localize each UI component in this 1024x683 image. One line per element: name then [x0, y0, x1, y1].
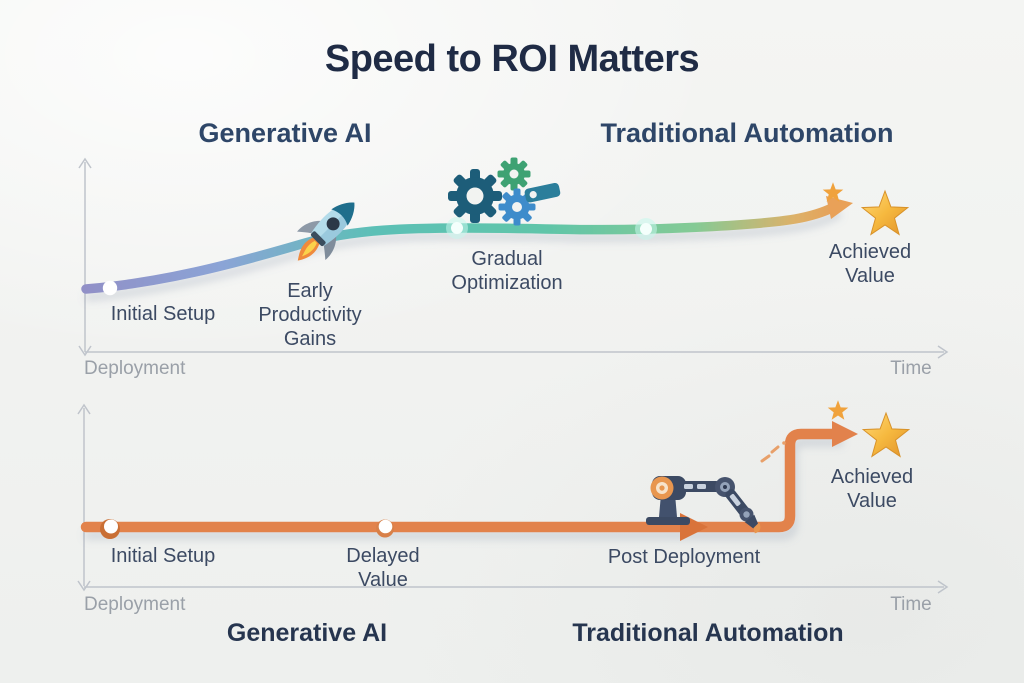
top-chart	[78, 157, 949, 359]
milestone-label-achieved-value-top: Achieved Value	[828, 241, 912, 287]
axis-label-deployment-top: Deployment	[84, 358, 186, 379]
axis-arrow-up-icon	[78, 157, 92, 169]
star-icon	[822, 182, 844, 202]
glow-dot-marker	[635, 218, 657, 240]
glow-dot-marker	[446, 217, 468, 239]
heading-generative-ai: Generative AI	[198, 118, 372, 148]
tool-tag-icon	[524, 182, 561, 203]
top-axes	[78, 157, 949, 359]
bottom-chart	[77, 400, 949, 594]
page-title: Speed to ROI Matters	[324, 38, 700, 80]
bottom-initial-setup-marker	[100, 519, 120, 539]
traditional-automation-arrowhead-icon	[832, 421, 858, 447]
axis-label-time-top: Time	[890, 358, 932, 379]
generative-ai-arrowhead-icon	[826, 196, 853, 219]
star-icon	[827, 400, 849, 420]
bottom-axes	[77, 403, 949, 594]
milestone-label-delayed-value: Delayed Value	[346, 545, 420, 591]
axis-arrow-up-icon	[77, 403, 91, 415]
star-icon	[860, 189, 910, 236]
gears-icon	[448, 157, 561, 226]
footer-generative-ai: Generative AI	[226, 619, 388, 647]
heading-traditional-automation: Traditional Automation	[600, 118, 894, 148]
milestone-label-post-deployment: Post Deployment	[607, 546, 761, 568]
axis-arrow-right-icon	[937, 580, 949, 594]
axis-arrow-down-icon	[78, 345, 92, 357]
top-initial-setup-marker	[102, 280, 118, 296]
generative-ai-curve	[81, 202, 839, 294]
rocket-icon	[297, 202, 355, 261]
traditional-automation-line	[80, 428, 842, 533]
footer-traditional-automation: Traditional Automation	[572, 619, 844, 647]
sparkle-dashes-icon	[760, 441, 786, 463]
milestone-label-achieved-value-bottom: Achieved Value	[830, 466, 914, 512]
robot-arm-icon	[646, 476, 761, 534]
milestone-label-initial-setup-bottom: Initial Setup	[110, 545, 216, 567]
delayed-value-marker	[376, 519, 394, 538]
axis-label-time-bottom: Time	[890, 594, 932, 615]
milestone-label-early-productivity-gains: Early Productivity Gains	[258, 280, 362, 350]
milestone-label-gradual-optimization: Gradual Optimization	[451, 248, 563, 294]
star-icon	[861, 411, 911, 458]
axis-arrow-right-icon	[937, 345, 949, 359]
axis-arrow-down-icon	[77, 580, 91, 592]
axis-label-deployment-bottom: Deployment	[84, 594, 186, 615]
milestone-label-initial-setup-top: Initial Setup	[110, 303, 216, 325]
